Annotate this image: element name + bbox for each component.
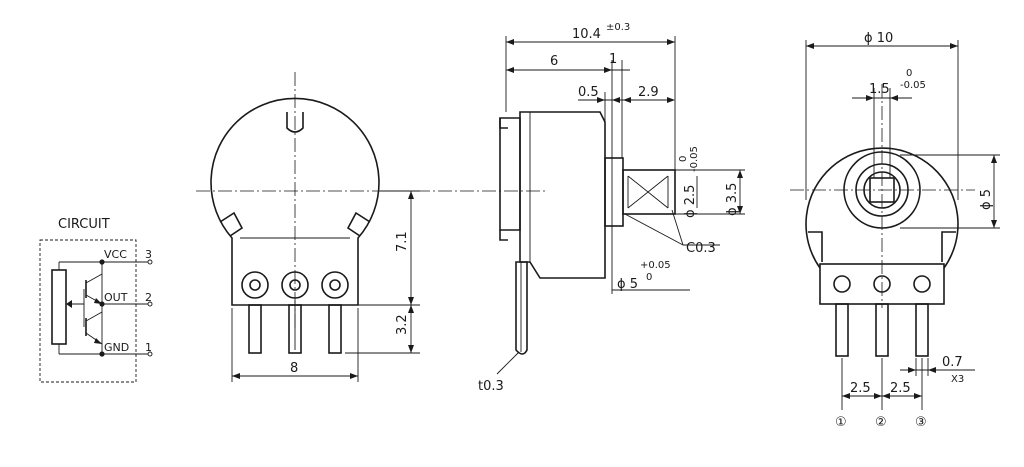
- dim-side-c0-3: C0.3: [686, 241, 716, 256]
- dim-rear-pitch-1: 2.5: [850, 381, 871, 396]
- pin-number-2: 2: [145, 291, 152, 304]
- pin-marker-2: ②: [875, 415, 887, 430]
- rear-pin-1: [835, 303, 849, 357]
- dim-side-t0-3: t0.3: [478, 379, 504, 394]
- front-body-outline: [210, 97, 380, 306]
- dim-front-3-2: 3.2: [395, 314, 410, 335]
- dim-rear-slot-tol-lower: -0.05: [900, 80, 926, 91]
- dim-side-hub-tol-upper: +0.05: [640, 260, 671, 271]
- dim-rear-pitch-2: 2.5: [890, 381, 911, 396]
- resistor-symbol: [51, 269, 67, 345]
- rear-inner-ring: [843, 151, 921, 229]
- circuit-frame: [39, 239, 137, 383]
- pin-label-vcc: VCC: [104, 248, 127, 261]
- side-body: [519, 111, 606, 279]
- side-shaft: [622, 169, 676, 215]
- front-terminals: [241, 271, 349, 354]
- pin-marker-1: ①: [835, 415, 847, 430]
- dim-side-2-9: 2.9: [638, 85, 659, 100]
- transistor-upper: [83, 273, 103, 305]
- dim-side-phi-2-5: ϕ 2.5: [683, 185, 698, 218]
- circuit-title: CIRCUIT: [58, 217, 110, 232]
- pin-number-1: 1: [145, 341, 152, 354]
- pin-marker-3: ③: [915, 415, 927, 430]
- pin-label-gnd: GND: [104, 341, 129, 354]
- dim-side-shaft-tol-upper: 0: [678, 156, 689, 162]
- rear-pin-2: [875, 303, 889, 357]
- dim-side-1: 1: [609, 52, 617, 67]
- dim-front-8: 8: [290, 361, 298, 376]
- dim-rear-phi-5: ϕ 5: [979, 189, 994, 210]
- rear-body-outline: [805, 147, 959, 269]
- rear-pin-3: [915, 303, 929, 357]
- dim-side-phi-3-5: ϕ 3.5: [725, 183, 740, 216]
- dim-rear-slot-tol-upper: 0: [906, 68, 912, 79]
- dim-rear-x3: X3: [951, 374, 964, 385]
- pin-label-out: OUT: [104, 291, 128, 304]
- transistor-lower: [83, 304, 103, 345]
- dim-rear-1-5: 1.5: [869, 82, 890, 97]
- dim-side-10-4: 10.4: [572, 27, 601, 42]
- side-view: 10.4 ±0.3 6 1 0.5 2.9 ϕ 2.5 ϕ 3.5 0 -0.0…: [478, 22, 745, 394]
- side-hub: [604, 157, 624, 227]
- dim-side-phi-5: ϕ 5: [617, 277, 638, 292]
- circuit-diagram: CIRCUIT: [39, 217, 153, 383]
- dim-side-hub-tol-lower: 0: [646, 272, 652, 283]
- dim-front-7-1: 7.1: [395, 231, 410, 252]
- dim-side-10-4-tol: ±0.3: [606, 22, 630, 33]
- dim-rear-0-7: 0.7: [942, 355, 963, 370]
- pin-number-3: 3: [145, 248, 152, 261]
- rear-view: ϕ 10 1.5 0 -0.05 ϕ 5 2.5 2.5 0.7: [790, 31, 1000, 430]
- dim-side-6: 6: [550, 54, 558, 69]
- side-bracket: [499, 117, 521, 231]
- dim-side-shaft-tol-lower: -0.05: [689, 146, 700, 172]
- side-lead: [515, 261, 528, 355]
- dim-side-0-5: 0.5: [578, 85, 599, 100]
- front-view: 7.1 3.2 8: [196, 72, 545, 382]
- dim-rear-phi-10: ϕ 10: [864, 31, 893, 46]
